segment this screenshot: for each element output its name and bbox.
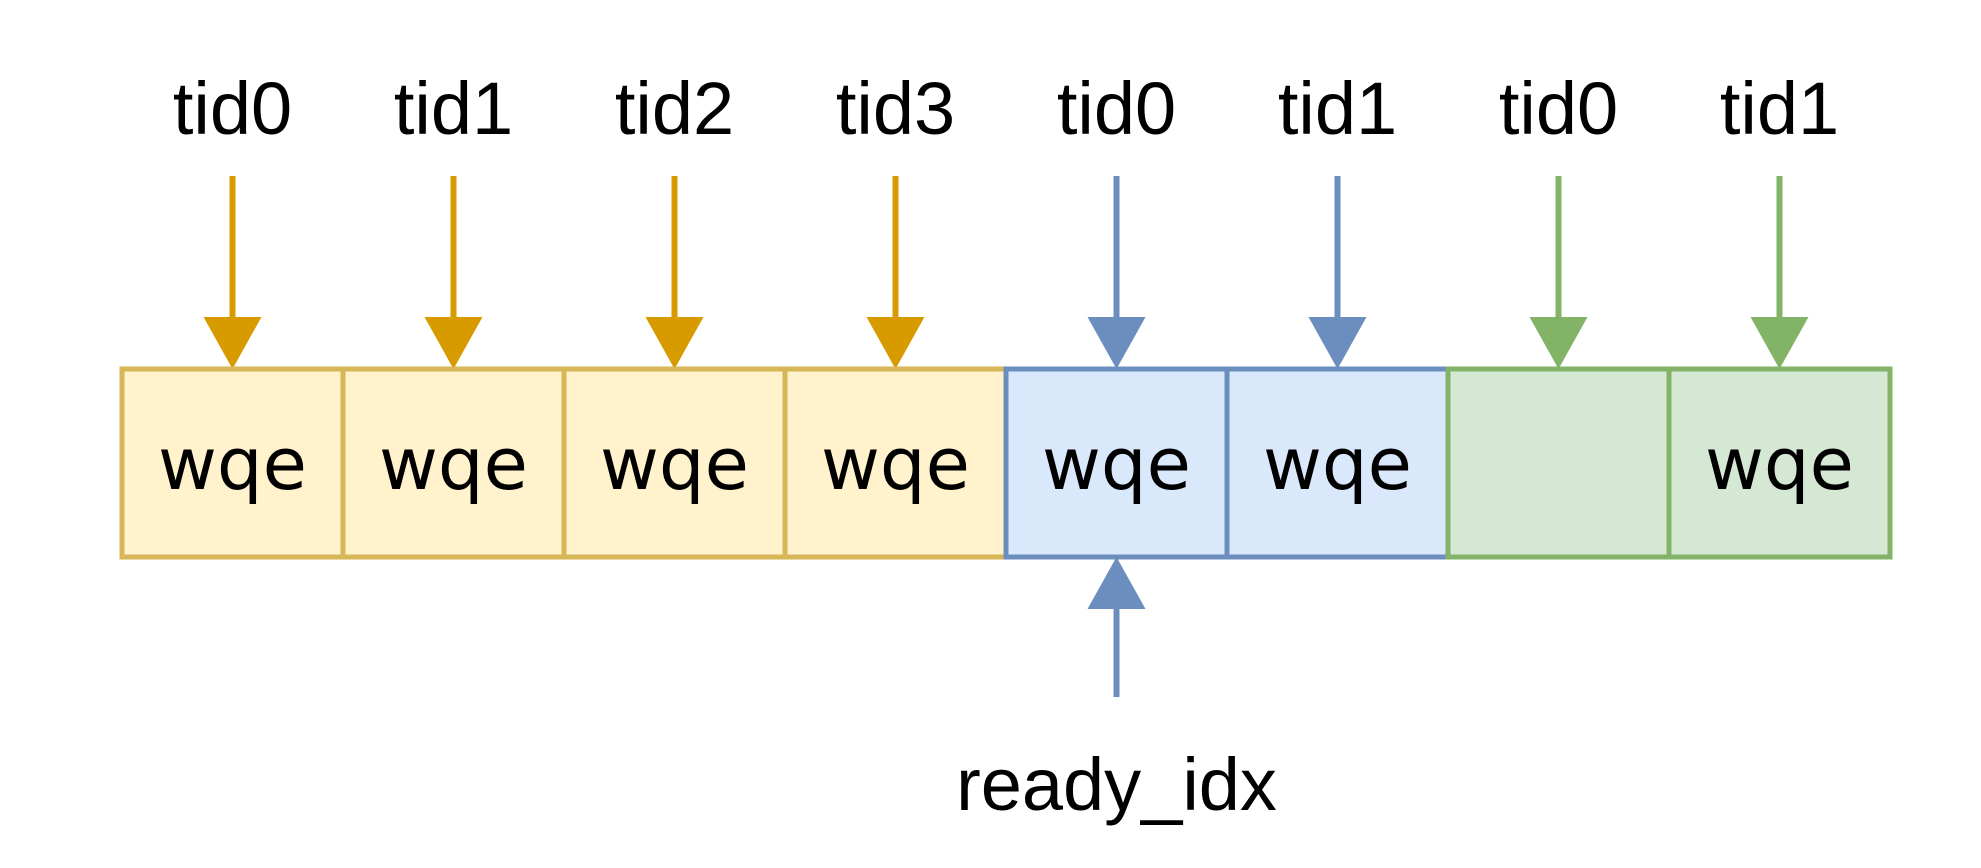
wqe-cell: [340, 366, 567, 560]
thread-label: tid0: [1499, 67, 1618, 150]
wqe-cell-label: wqe: [1263, 422, 1412, 506]
thread-arrows: [203, 176, 1809, 369]
wqe-cell: [119, 366, 346, 560]
thread-label: tid1: [1278, 67, 1397, 150]
thread-label: tid0: [1057, 67, 1176, 150]
thread-arrow-head: [1308, 317, 1367, 369]
wqe-cell: [1224, 366, 1451, 560]
wqe-cell-label: wqe: [1042, 422, 1191, 506]
ready-idx-label: ready_idx: [956, 743, 1277, 826]
thread-arrow-head: [1087, 317, 1146, 369]
wqe-cell-label: wqe: [821, 422, 970, 506]
wqe-cell-label: wqe: [379, 422, 528, 506]
wqe-cell: [1445, 366, 1672, 560]
thread-label: tid1: [1720, 67, 1839, 150]
thread-label: tid2: [615, 67, 734, 150]
thread-arrow-head: [424, 317, 483, 369]
thread-arrow-head: [203, 317, 262, 369]
thread-label: tid0: [173, 67, 292, 150]
thread-labels: tid0 tid1 tid2 tid3 tid0 tid1 tid0 tid1: [173, 67, 1839, 150]
thread-arrow-head: [645, 317, 704, 369]
wqe-cell-label: wqe: [600, 422, 749, 506]
thread-arrow-head: [1750, 317, 1809, 369]
wqe-cell-label: wqe: [1705, 422, 1854, 506]
thread-arrow-head: [866, 317, 925, 369]
ready-idx-arrow-head: [1087, 557, 1146, 609]
thread-label: tid3: [836, 67, 955, 150]
thread-label: tid1: [394, 67, 513, 150]
thread-arrow-head: [1529, 317, 1588, 369]
wqe-cell-label: wqe: [158, 422, 307, 506]
ready-idx-pointer: ready_idx: [956, 557, 1277, 826]
wqe-cell: [1666, 366, 1893, 560]
